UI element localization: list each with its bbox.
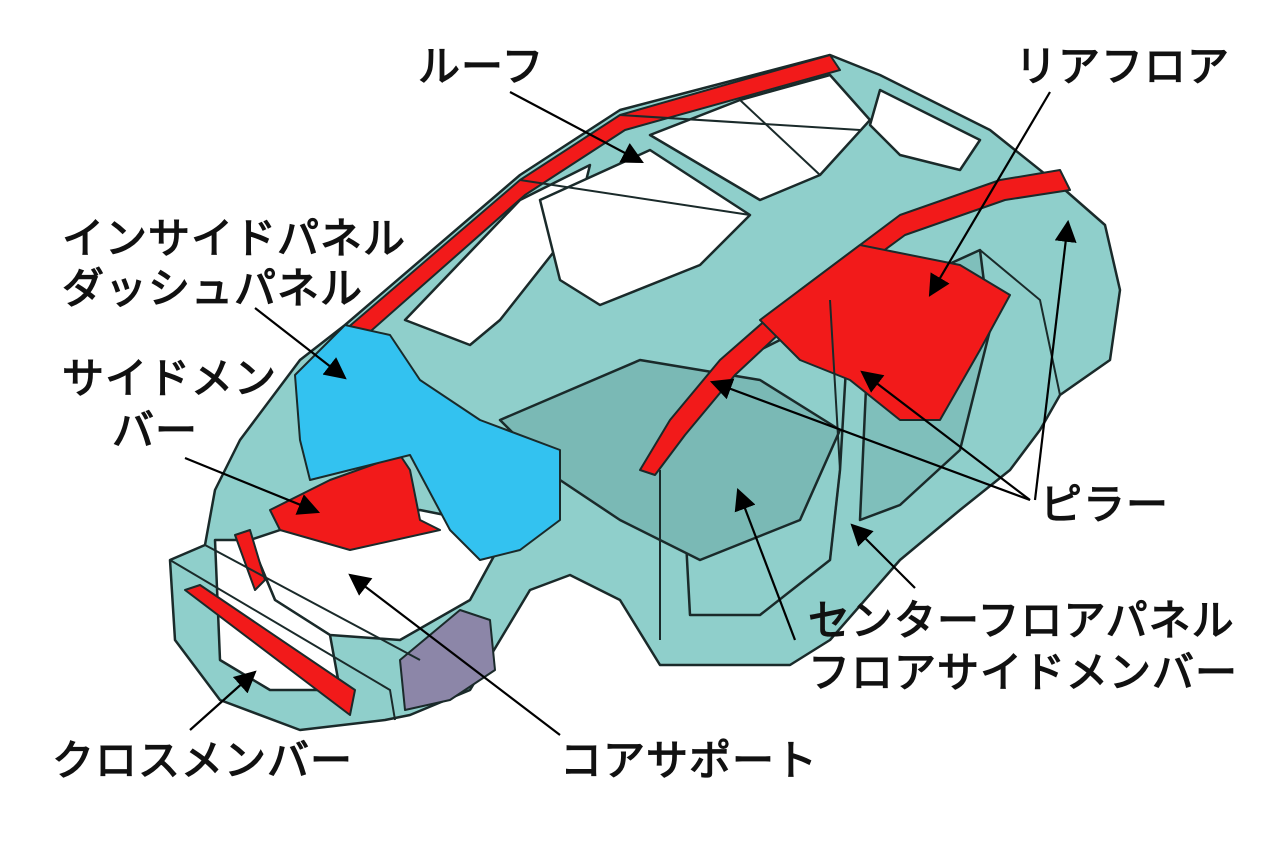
label-core-support: コアサポート — [560, 736, 819, 785]
arrow-core-support — [348, 573, 561, 736]
arrow-pillar-3 — [1033, 219, 1077, 501]
label-cross-member: クロスメンバー — [52, 736, 354, 785]
arrow-floor-side — [850, 523, 916, 589]
side-member-part — [269, 454, 441, 551]
arrow-pillar-2 — [860, 370, 1031, 501]
structure-lines — [169, 99, 1061, 721]
core-support-left — [234, 529, 266, 591]
arrow-cross-member — [189, 670, 257, 731]
lower-apron — [399, 609, 496, 711]
label-floor-side-member: フロアサイドメンバー — [808, 648, 1239, 697]
arrow-side-member — [184, 456, 321, 515]
arrow-roof — [509, 91, 644, 164]
label-side-member-line1: サイドメン — [62, 354, 278, 403]
arrow-center-floor — [734, 487, 797, 641]
label-side-member-line2: バー — [112, 406, 199, 455]
label-center-floor-panel: センターフロアパネル — [808, 596, 1235, 645]
cross-member-part — [184, 584, 356, 716]
label-roof: ルーフ — [418, 42, 545, 91]
inside-dash-panel — [294, 324, 561, 561]
label-dash-panel: ダッシュパネル — [62, 264, 364, 313]
arrow-rear-floor — [928, 91, 1051, 297]
leader-arrows — [184, 91, 1077, 736]
label-rear-floor: リアフロア — [1015, 42, 1231, 91]
label-inside-panel: インサイドパネル — [62, 214, 407, 263]
roof-rail-rear — [639, 169, 1071, 476]
label-pillar: ピラー — [1040, 480, 1170, 529]
front-roof-opening — [538, 148, 752, 307]
arrow-pillar-1 — [709, 378, 1031, 502]
rear-window-opening — [868, 88, 982, 172]
arrow-inside-dash — [254, 307, 347, 380]
